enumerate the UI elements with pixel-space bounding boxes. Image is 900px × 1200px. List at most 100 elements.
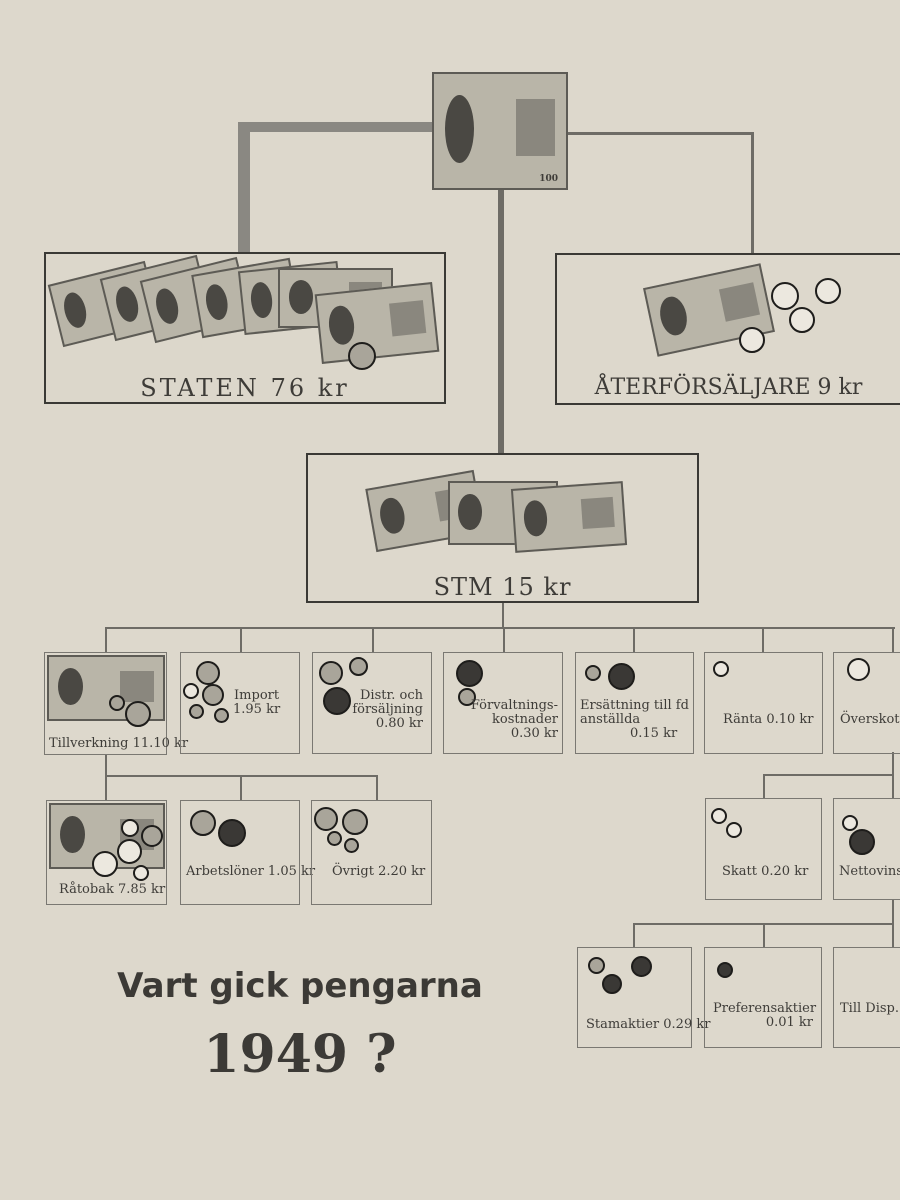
connector [372,627,374,652]
stm-box: STM 15 kr [306,453,699,603]
till-disp-box: Till Disp. [833,947,900,1048]
nettovinst-box: Nettovinst [833,798,900,900]
coin-icon [342,809,368,835]
box-label: Arbetslöner 1.05 kr [186,865,315,879]
connector [240,627,242,652]
box-label: Nettovinst [839,864,900,879]
coin-icon [815,278,841,304]
coin-icon [771,282,799,310]
label-text: Stamaktier [586,1017,660,1032]
label-text: Skatt [722,864,757,879]
label-text: Ränta [723,712,763,727]
label-text: 0.80 kr [375,716,423,731]
ranta-box: Ränta 0.10 kr [704,652,823,754]
coin-icon [109,695,125,711]
coin-icon [608,663,635,690]
label-text: 0.01 kr [765,1015,813,1030]
banknote-10-icon [47,655,165,721]
ratobak-box: Råtobak 7.85 kr [46,800,167,905]
coin-icon [631,956,652,977]
box-label: Stamaktier 0.29 kr [586,1018,710,1032]
coin-icon [348,342,376,370]
coin-icon [117,839,142,864]
coin-icon [344,838,359,853]
label-text: 1.95 kr [233,702,281,717]
box-label: Överskott [840,712,900,727]
coin-icon [585,665,601,681]
label-text: Preferensaktier [713,1001,817,1016]
coin-icon [456,660,483,687]
skatt-box: Skatt 0.20 kr [705,798,822,900]
label-text: 7.85 kr [117,882,166,897]
coin-icon [141,825,163,847]
box-label: Till Disp. [840,1001,899,1016]
connector [376,775,378,800]
label-text: Import [234,688,280,703]
label-text: Råtobak [59,882,114,897]
connector [633,923,635,947]
label-text: 1.05 kr [267,864,316,879]
label-text: 0.15 kr [630,726,678,741]
coin-icon [218,819,246,847]
connector [763,774,894,776]
connector [105,755,107,800]
connector [763,923,765,947]
connector [762,627,764,652]
coin-icon [323,687,351,715]
stm-label: STM 15 kr [433,573,572,601]
connector [763,774,765,798]
connector [633,627,635,652]
banknote-100-icon: 100 [432,72,568,190]
coin-icon [196,661,220,685]
coin-icon [842,815,858,831]
box-label: Råtobak 7.85 kr [59,883,165,897]
coin-icon [717,962,733,978]
coin-icon [133,865,149,881]
coin-icon [319,661,343,685]
coin-icon [214,708,229,723]
coin-icon [849,829,875,855]
connector [105,627,107,652]
box-label: Skatt 0.20 kr [722,865,808,879]
ovrigt-box: Övrigt 2.20 kr [311,800,432,905]
banknote-value: 100 [539,174,558,184]
box-label: Ränta 0.10 kr [723,713,814,727]
banknote-5-icon [314,282,440,364]
arbetsloner-box: Arbetslöner 1.05 kr [180,800,315,905]
label-text: Distr. och försäljning [352,688,423,717]
coin-icon [183,683,199,699]
coin-icon [190,810,216,836]
connector [498,190,504,453]
staten-box: STATEN 76 kr [44,252,446,404]
coin-icon [327,831,342,846]
label-text: 11.10 kr [132,736,189,751]
aterforsaljare-box: ÅTERFÖRSÄLJARE 9 kr [555,253,900,405]
coin-icon [847,658,870,681]
poster-title: Vart gick pengarna [117,966,483,1006]
label-text: 0.30 kr [510,726,558,741]
coin-icon [789,307,815,333]
connector [105,627,895,629]
box-label: Tillverkning 11.10 kr [49,737,188,751]
coin-icon [121,819,139,837]
coin-icon [726,822,742,838]
poster-year: 1949 ? [203,1024,397,1085]
connector [568,132,754,135]
label-text: 2.20 kr [378,864,426,879]
coin-icon [711,808,727,824]
label-text: 0.29 kr [663,1017,711,1032]
connector [892,627,894,652]
coin-icon [314,807,338,831]
label-text: Arbetslöner [186,864,264,879]
coin-icon [189,704,204,719]
box-label: Övrigt 2.20 kr [332,865,425,879]
